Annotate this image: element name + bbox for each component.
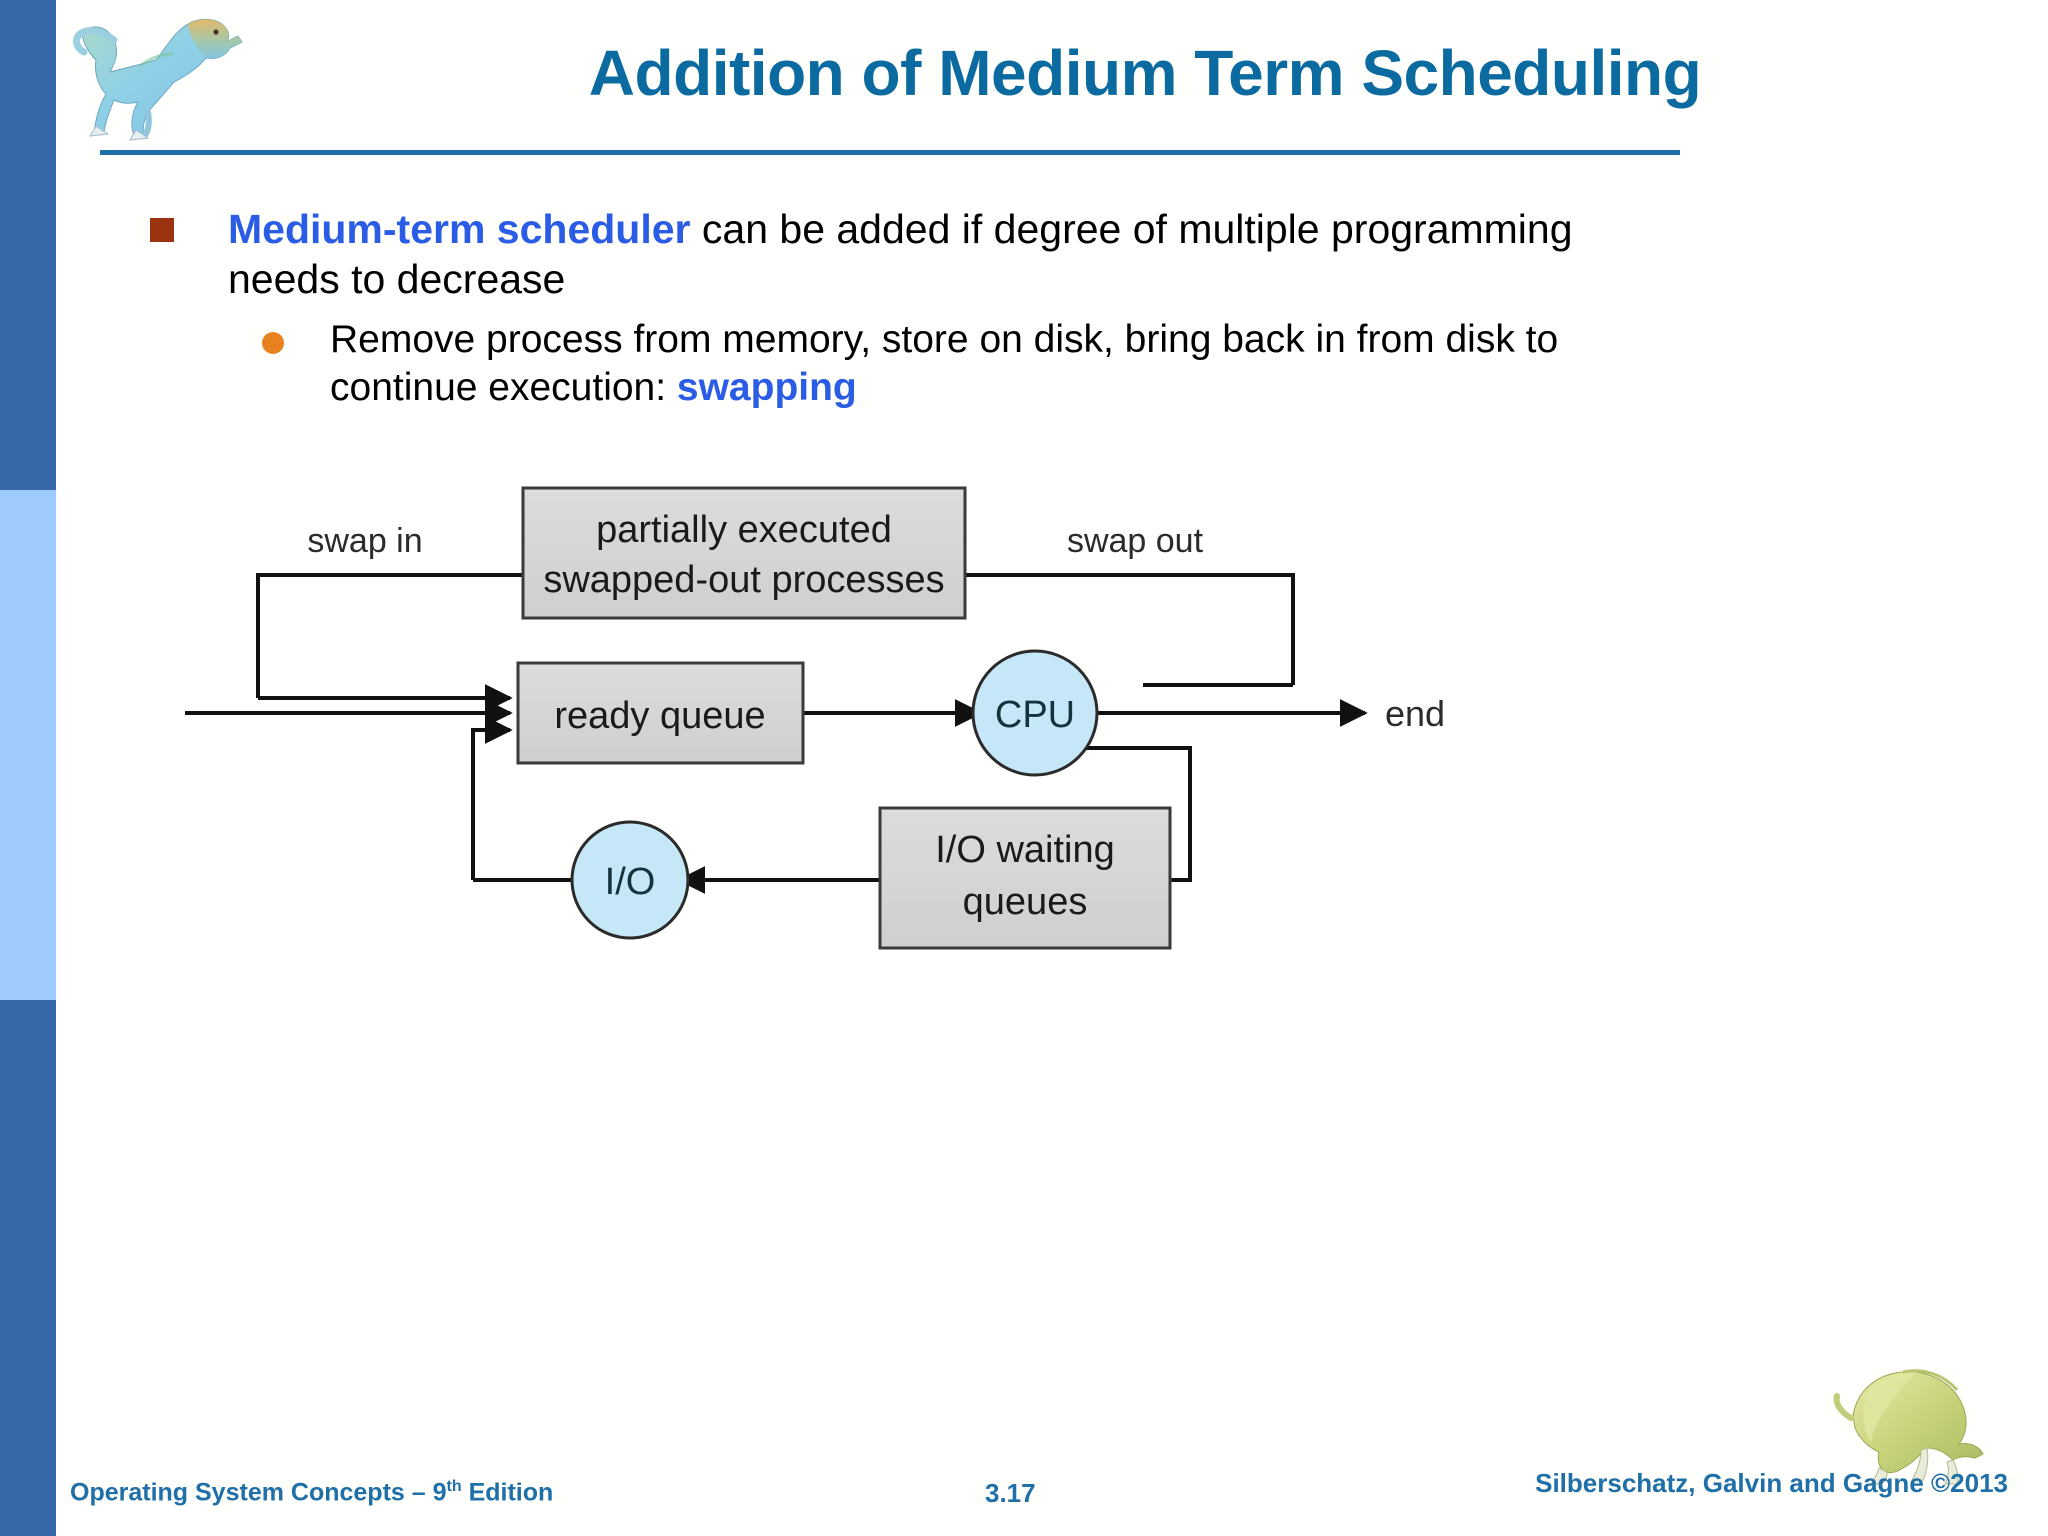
footer-edition-label: Operating System Concepts – 9th Edition — [70, 1478, 553, 1507]
node-iowait-label-line1: I/O waiting — [935, 829, 1115, 871]
footer-edition-prefix: Operating System Concepts – 9 — [70, 1478, 447, 1507]
edge-label-swap-in: swap in — [307, 522, 422, 560]
title-underline — [100, 150, 1680, 155]
node-swapped-out-processes: partially executed swapped-out processes — [521, 486, 967, 620]
node-ready-queue-label: ready queue — [554, 695, 765, 737]
dinosaur-logo-icon — [70, 6, 265, 146]
bullet2-highlight: swapping — [676, 366, 857, 410]
footer-edition-suffix: Edition — [461, 1478, 554, 1507]
rail-segment-top — [0, 0, 56, 490]
edge-label-swap-out: swap out — [1067, 522, 1204, 560]
node-swapped-label-line1: partially executed — [596, 509, 892, 551]
rail-segment-middle — [0, 490, 56, 1000]
node-swapped-label-line2: swapped-out processes — [543, 559, 944, 601]
node-io: I/O — [570, 820, 690, 940]
bullet1-rest: can be added if degree of multiple progr… — [228, 206, 1573, 303]
bullet2-lead: Remove process from memory, store on dis… — [330, 318, 1559, 410]
edge-swap-in — [256, 573, 523, 712]
node-io-waiting-queues: I/O waiting queues — [878, 806, 1172, 950]
bullet-level1-text: Medium-term scheduler can be added if de… — [228, 204, 1648, 304]
bullet-square-marker — [150, 218, 174, 242]
node-cpu-label: CPU — [995, 694, 1075, 736]
dinosaur-footer-icon — [1833, 1360, 2003, 1485]
left-color-rail — [0, 0, 56, 1536]
medium-term-scheduling-diagram: swap in swap out — [180, 470, 1880, 970]
bullet1-highlight: Medium-term scheduler — [228, 206, 691, 252]
footer-copyright: Silberschatz, Galvin and Gagne ©2013 — [1535, 1468, 2008, 1498]
edge-swap-out — [965, 573, 1295, 687]
node-io-label: I/O — [605, 861, 656, 903]
edge-io-to-ready — [471, 716, 580, 882]
bullet-dot-marker — [262, 332, 284, 354]
rail-segment-bottom — [0, 1000, 56, 1536]
node-iowait-label-line2: queues — [963, 881, 1088, 923]
footer-edition-ordinal: th — [446, 1478, 462, 1495]
edge-label-end: end — [1385, 693, 1445, 734]
node-ready-queue: ready queue — [516, 661, 805, 765]
node-cpu: CPU — [971, 649, 1099, 777]
bullet-level2-text: Remove process from memory, store on dis… — [330, 316, 1680, 413]
page-title: Addition of Medium Term Scheduling — [588, 37, 1702, 109]
slide-number: 3.17 — [985, 1478, 1036, 1508]
